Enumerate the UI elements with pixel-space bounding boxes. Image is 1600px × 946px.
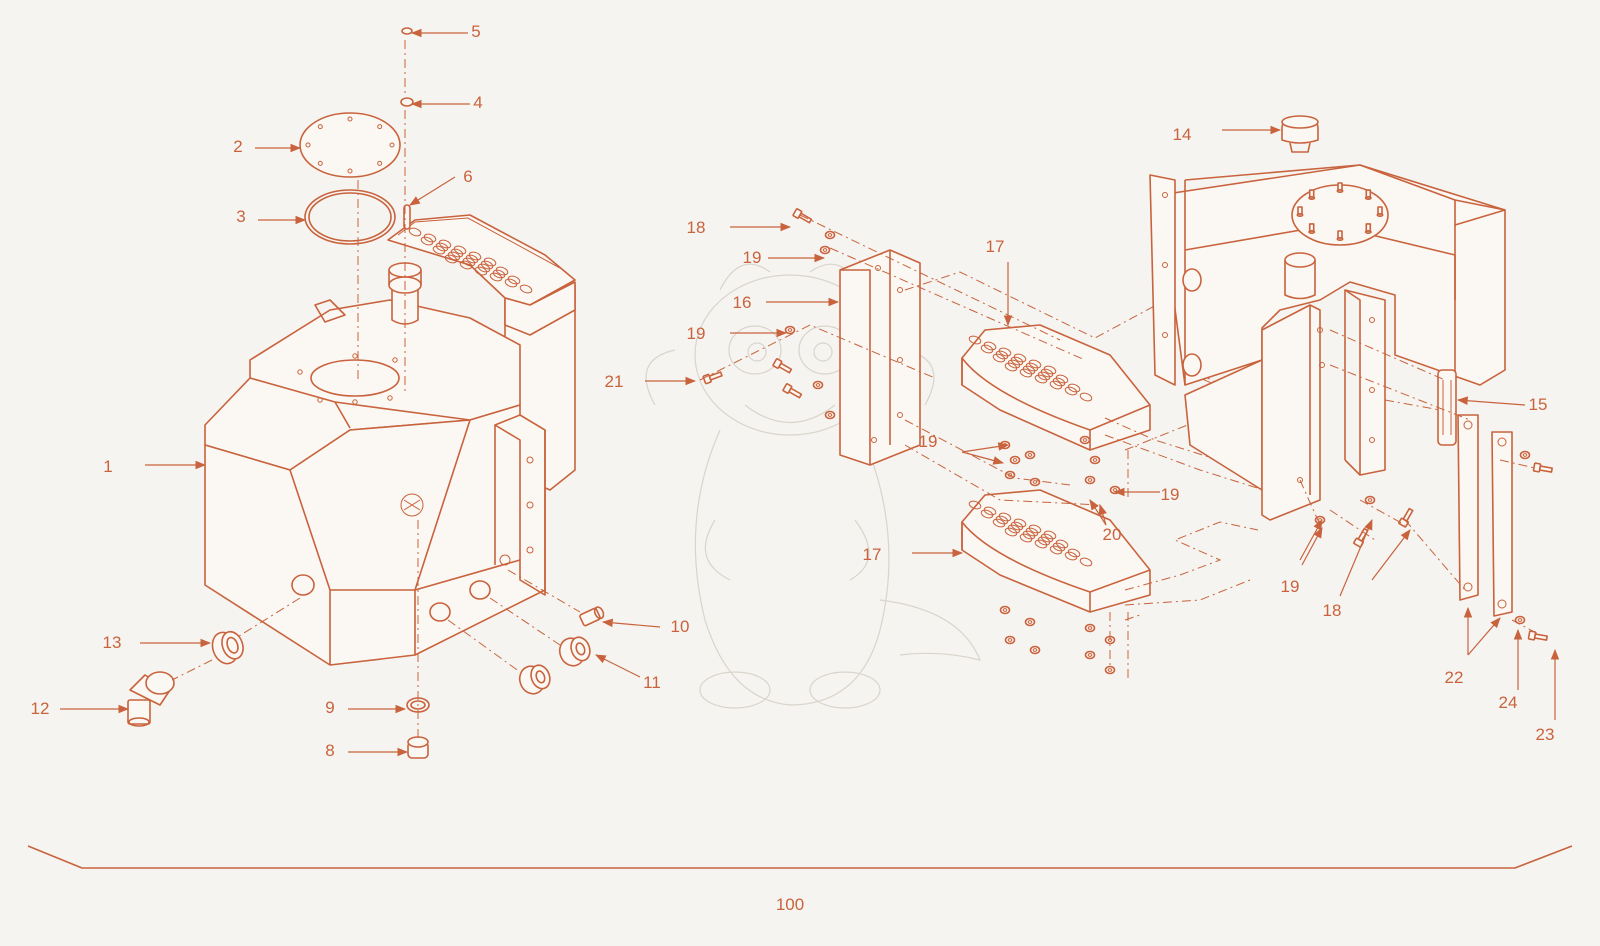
cover-parts	[299, 27, 414, 245]
callout-c19c: 19	[919, 432, 938, 451]
callout-c21: 21	[605, 372, 624, 391]
step-assembly	[702, 208, 1151, 675]
leader-extra-0	[1299, 519, 1323, 561]
fittings	[127, 606, 605, 759]
callout-c24: 24	[1499, 693, 1518, 712]
callout-c15: 15	[1529, 395, 1548, 414]
hydraulic-tank	[204, 214, 576, 666]
callout-c3: 3	[236, 207, 245, 226]
leader-c11	[595, 654, 641, 678]
callout-c19a: 19	[743, 248, 762, 267]
callout-c22: 22	[1445, 668, 1464, 687]
callout-c19b: 19	[687, 324, 706, 343]
leader-extra-2	[1467, 617, 1501, 656]
callout-c17b: 17	[863, 545, 882, 564]
leader-c19c	[961, 451, 1005, 465]
callout-c17a: 17	[986, 237, 1005, 256]
watermark-mascot	[645, 263, 981, 709]
leader-c19e	[1301, 527, 1323, 566]
leader-c20	[1089, 499, 1107, 526]
callout-c1: 1	[103, 457, 112, 476]
callout-c18a: 18	[687, 218, 706, 237]
callout-c9: 9	[325, 698, 334, 717]
callout-c12: 12	[31, 699, 50, 718]
leader-c10	[601, 618, 661, 628]
leader-extra-1	[1371, 529, 1411, 581]
washer	[400, 97, 414, 107]
callout-c16: 16	[733, 293, 752, 312]
cover-plate	[299, 112, 401, 178]
callout-c23: 23	[1536, 725, 1555, 744]
callout-c18b: 18	[1323, 601, 1342, 620]
callout-c14: 14	[1173, 125, 1192, 144]
callout-c6: 6	[463, 167, 472, 186]
callout-c19e: 19	[1281, 577, 1300, 596]
screw	[401, 27, 413, 35]
leader-c18b	[1339, 519, 1373, 597]
fuel-tank	[1149, 115, 1513, 617]
leader-extra-4	[961, 442, 1010, 453]
leader-extra-3	[1098, 503, 1107, 526]
callout-c13: 13	[103, 633, 122, 652]
leader-c15	[1456, 396, 1526, 406]
callout-c10: 10	[671, 617, 690, 636]
leader-c6	[409, 176, 456, 206]
assembly-label: 100	[776, 895, 804, 914]
callout-c8: 8	[325, 741, 334, 760]
callout-c5: 5	[471, 22, 480, 41]
callout-c11: 11	[643, 673, 661, 692]
gasket	[304, 189, 396, 245]
assembly-bracket	[27, 845, 1573, 869]
callout-c4: 4	[473, 93, 482, 112]
callout-c20: 20	[1103, 525, 1122, 544]
callout-c2: 2	[233, 137, 242, 156]
callout-c19d: 19	[1161, 485, 1180, 504]
